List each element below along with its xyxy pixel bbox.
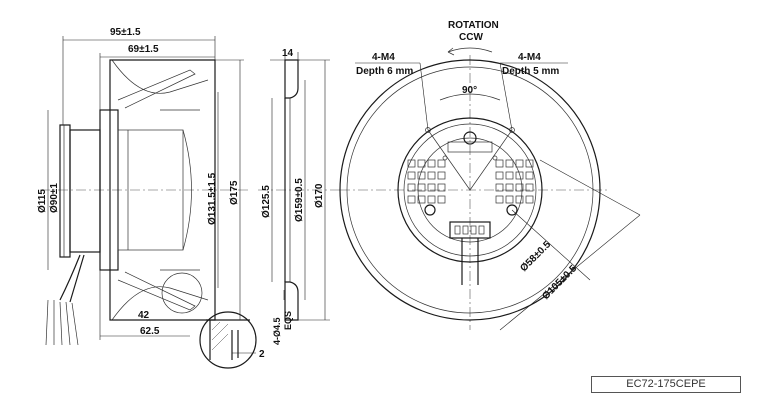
dim-holes: 4-Ø4.5 xyxy=(272,317,282,345)
screw-hole xyxy=(424,204,436,216)
front-view: 90° ROTATION CCW 4-M4 Depth 6 mm 4-M4 De… xyxy=(339,20,641,331)
rotation-title: ROTATION xyxy=(448,20,499,31)
vent-slots-left xyxy=(407,159,446,204)
dim-eqs: EQS xyxy=(283,311,293,330)
dim-detail-2: 2 xyxy=(259,349,265,360)
left-thread-label: 4-M4 xyxy=(372,52,395,63)
dim-dia-170: Ø170 xyxy=(314,183,325,208)
screw-hole xyxy=(506,204,518,216)
dim-dia-105: Ø105±0.5 xyxy=(540,263,579,302)
vent-slots-right xyxy=(495,159,534,204)
section-view: 14 Ø125.5 Ø159±0.5 Ø170 4-Ø4.5 EQS xyxy=(258,48,340,345)
dim-dia-131: Ø131.5±1.5 xyxy=(207,172,218,225)
label-plate xyxy=(447,141,493,153)
dim-14: 14 xyxy=(282,48,294,59)
right-thread-label: 4-M4 xyxy=(518,52,541,63)
dim-overall-depth: 95±1.5 xyxy=(110,27,141,38)
screw-hole xyxy=(463,131,477,145)
dim-dia-159: Ø159±0.5 xyxy=(294,178,305,222)
right-depth-label: Depth 5 mm xyxy=(502,66,559,77)
dim-dia-115: Ø115 xyxy=(37,189,48,213)
dim-dia-125: Ø125.5 xyxy=(261,185,272,218)
dim-dia-90: Ø90±1 xyxy=(49,183,60,213)
dim-dia-175: Ø175 xyxy=(229,180,240,205)
dim-42: 42 xyxy=(138,310,150,321)
dim-dia-58: Ø58±0.5 xyxy=(518,239,553,274)
left-depth-label: Depth 6 mm xyxy=(356,66,413,77)
dim-62: 62.5 xyxy=(140,326,160,337)
model-label: EC72-175CEPE xyxy=(591,376,741,393)
dim-wheel-depth: 69±1.5 xyxy=(128,44,159,55)
side-view: 95±1.5 69±1.5 Ø115 Ø90±1 Ø131.5±1.5 Ø175… xyxy=(37,27,265,369)
angle-label: 90° xyxy=(462,85,477,96)
connector xyxy=(449,221,491,239)
rotation-direction: CCW xyxy=(459,32,483,43)
